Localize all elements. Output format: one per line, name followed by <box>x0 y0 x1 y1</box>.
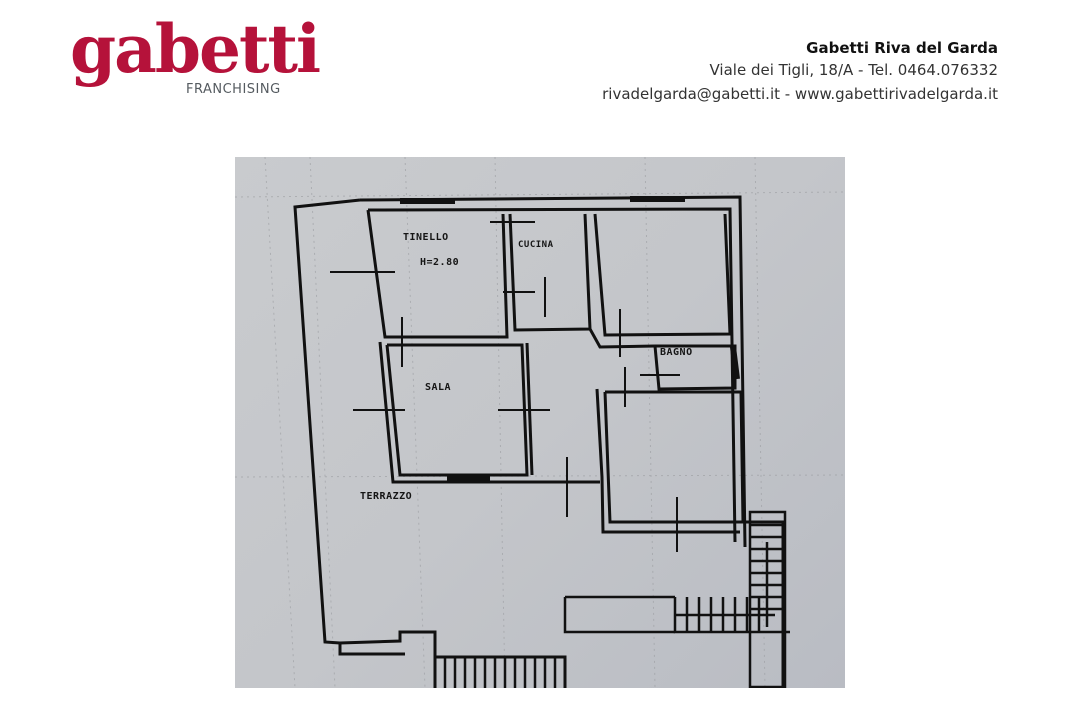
agency-name: Gabetti Riva del Garda <box>806 39 998 57</box>
floorplan-image: TINELLO H=2.80 CUCINA BAGNO SALA TERRAZZ… <box>235 157 845 688</box>
agency-email-website: rivadelgarda@gabetti.it - www.gabettiriv… <box>602 85 998 103</box>
agency-address: Viale dei Tigli, 18/A - Tel. 0464.076332 <box>709 61 998 79</box>
room-label-sala: SALA <box>425 382 452 393</box>
agency-contact-block: Gabetti Riva del Garda Viale dei Tigli, … <box>602 38 998 106</box>
logo-subtitle: FRANCHISING <box>186 82 281 97</box>
room-label-cucina: CUCINA <box>518 240 554 250</box>
room-label-height: H=2.80 <box>420 257 460 268</box>
room-label-bagno: BAGNO <box>660 347 693 358</box>
floorplan-drawing <box>235 157 845 688</box>
room-label-terrazzo: TERRAZZO <box>360 491 413 502</box>
room-label-tinello: TINELLO <box>403 232 449 243</box>
logo-wordmark: gabetti <box>70 10 321 88</box>
gabetti-logo: gabetti FRANCHISING <box>70 16 321 118</box>
